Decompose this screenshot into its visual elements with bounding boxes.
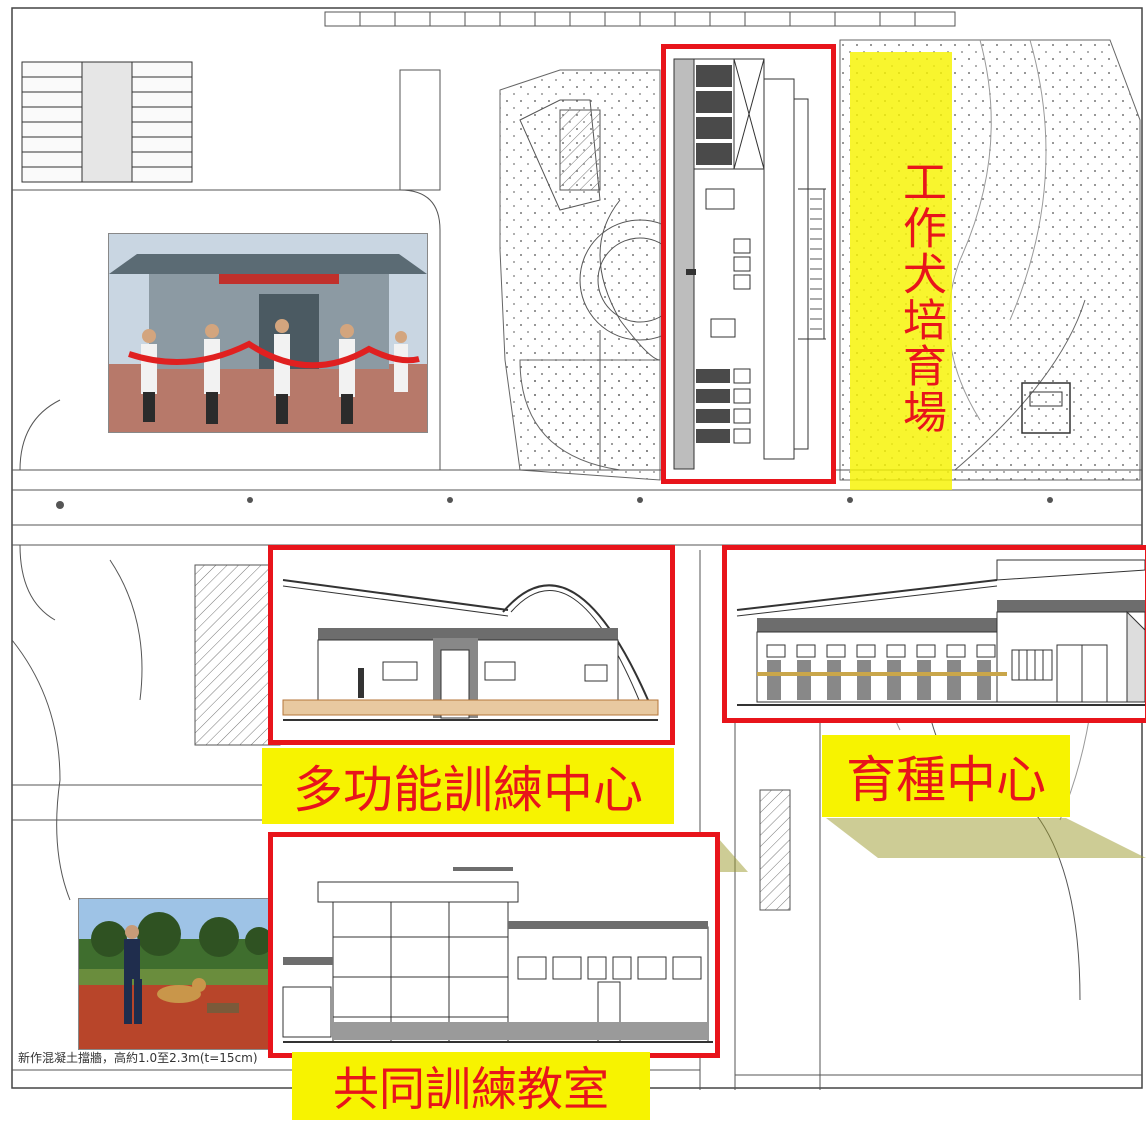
label-work-dog-field: 工作犬培育場 [850,52,952,490]
dog-training-photo [78,898,274,1050]
parking-block [21,61,193,183]
label-breeding-center: 育種中心 [822,735,1070,817]
ceremony-photo [108,233,428,433]
breeding-center-frame [722,545,1146,723]
breeding-center-elevation [736,559,1145,706]
multi-function-center-elevation [282,579,659,721]
work-dog-field-elevation [673,58,826,470]
label-shadow [826,818,1146,858]
multi-function-center-frame [268,545,675,745]
wall-annotation: 新作混凝土擋牆，高約1.0至2.3m(t=15cm) [18,1050,258,1065]
dimension-strip [324,11,956,27]
label-multi-function-center: 多功能訓練中心 [262,748,674,824]
work-dog-field-frame [661,44,836,484]
label-common-classroom: 共同訓練教室 [292,1052,650,1120]
common-classroom-frame [268,832,720,1058]
common-classroom-elevation [282,867,713,1043]
